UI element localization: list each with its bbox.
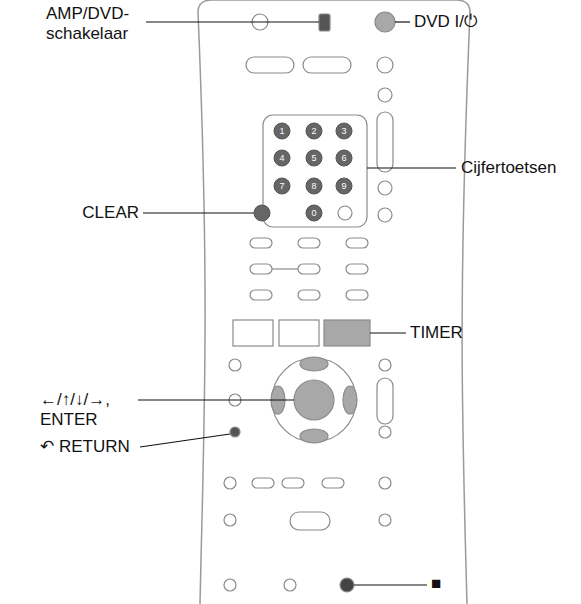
enter-button — [294, 380, 334, 420]
callout-label: ←/↑/↓/→, ENTER — [40, 390, 136, 430]
key-digit: 9 — [337, 181, 351, 191]
key-digit: 8 — [307, 181, 321, 191]
callout-label: TIMER — [410, 323, 463, 343]
power-label: DVD I/⏻ — [414, 12, 477, 32]
power-button — [375, 12, 395, 32]
return-button — [230, 427, 240, 437]
key-digit: 0 — [307, 208, 321, 218]
number-group — [263, 115, 367, 227]
clear-button — [254, 205, 270, 221]
callout-label: Cijfertoetsen — [461, 158, 556, 178]
callout-label: ■ — [431, 574, 441, 594]
leader-lines — [138, 22, 456, 585]
key-digit: 6 — [337, 153, 351, 163]
key-digit: 4 — [275, 153, 289, 163]
callout-label: ↶ RETURN — [40, 437, 130, 457]
stop-button — [340, 578, 354, 592]
timer-button — [324, 320, 370, 346]
key-digit: 2 — [307, 126, 321, 136]
amp-dvd-switch — [319, 14, 330, 31]
callout-label: CLEAR — [40, 203, 139, 223]
key-digit: 1 — [275, 126, 289, 136]
key-digit: 3 — [337, 126, 351, 136]
remote-body — [198, 0, 470, 604]
key-digit: 5 — [307, 153, 321, 163]
key-digit: 7 — [275, 181, 289, 191]
switch-label: AMP/DVD-schakelaar — [46, 4, 144, 44]
